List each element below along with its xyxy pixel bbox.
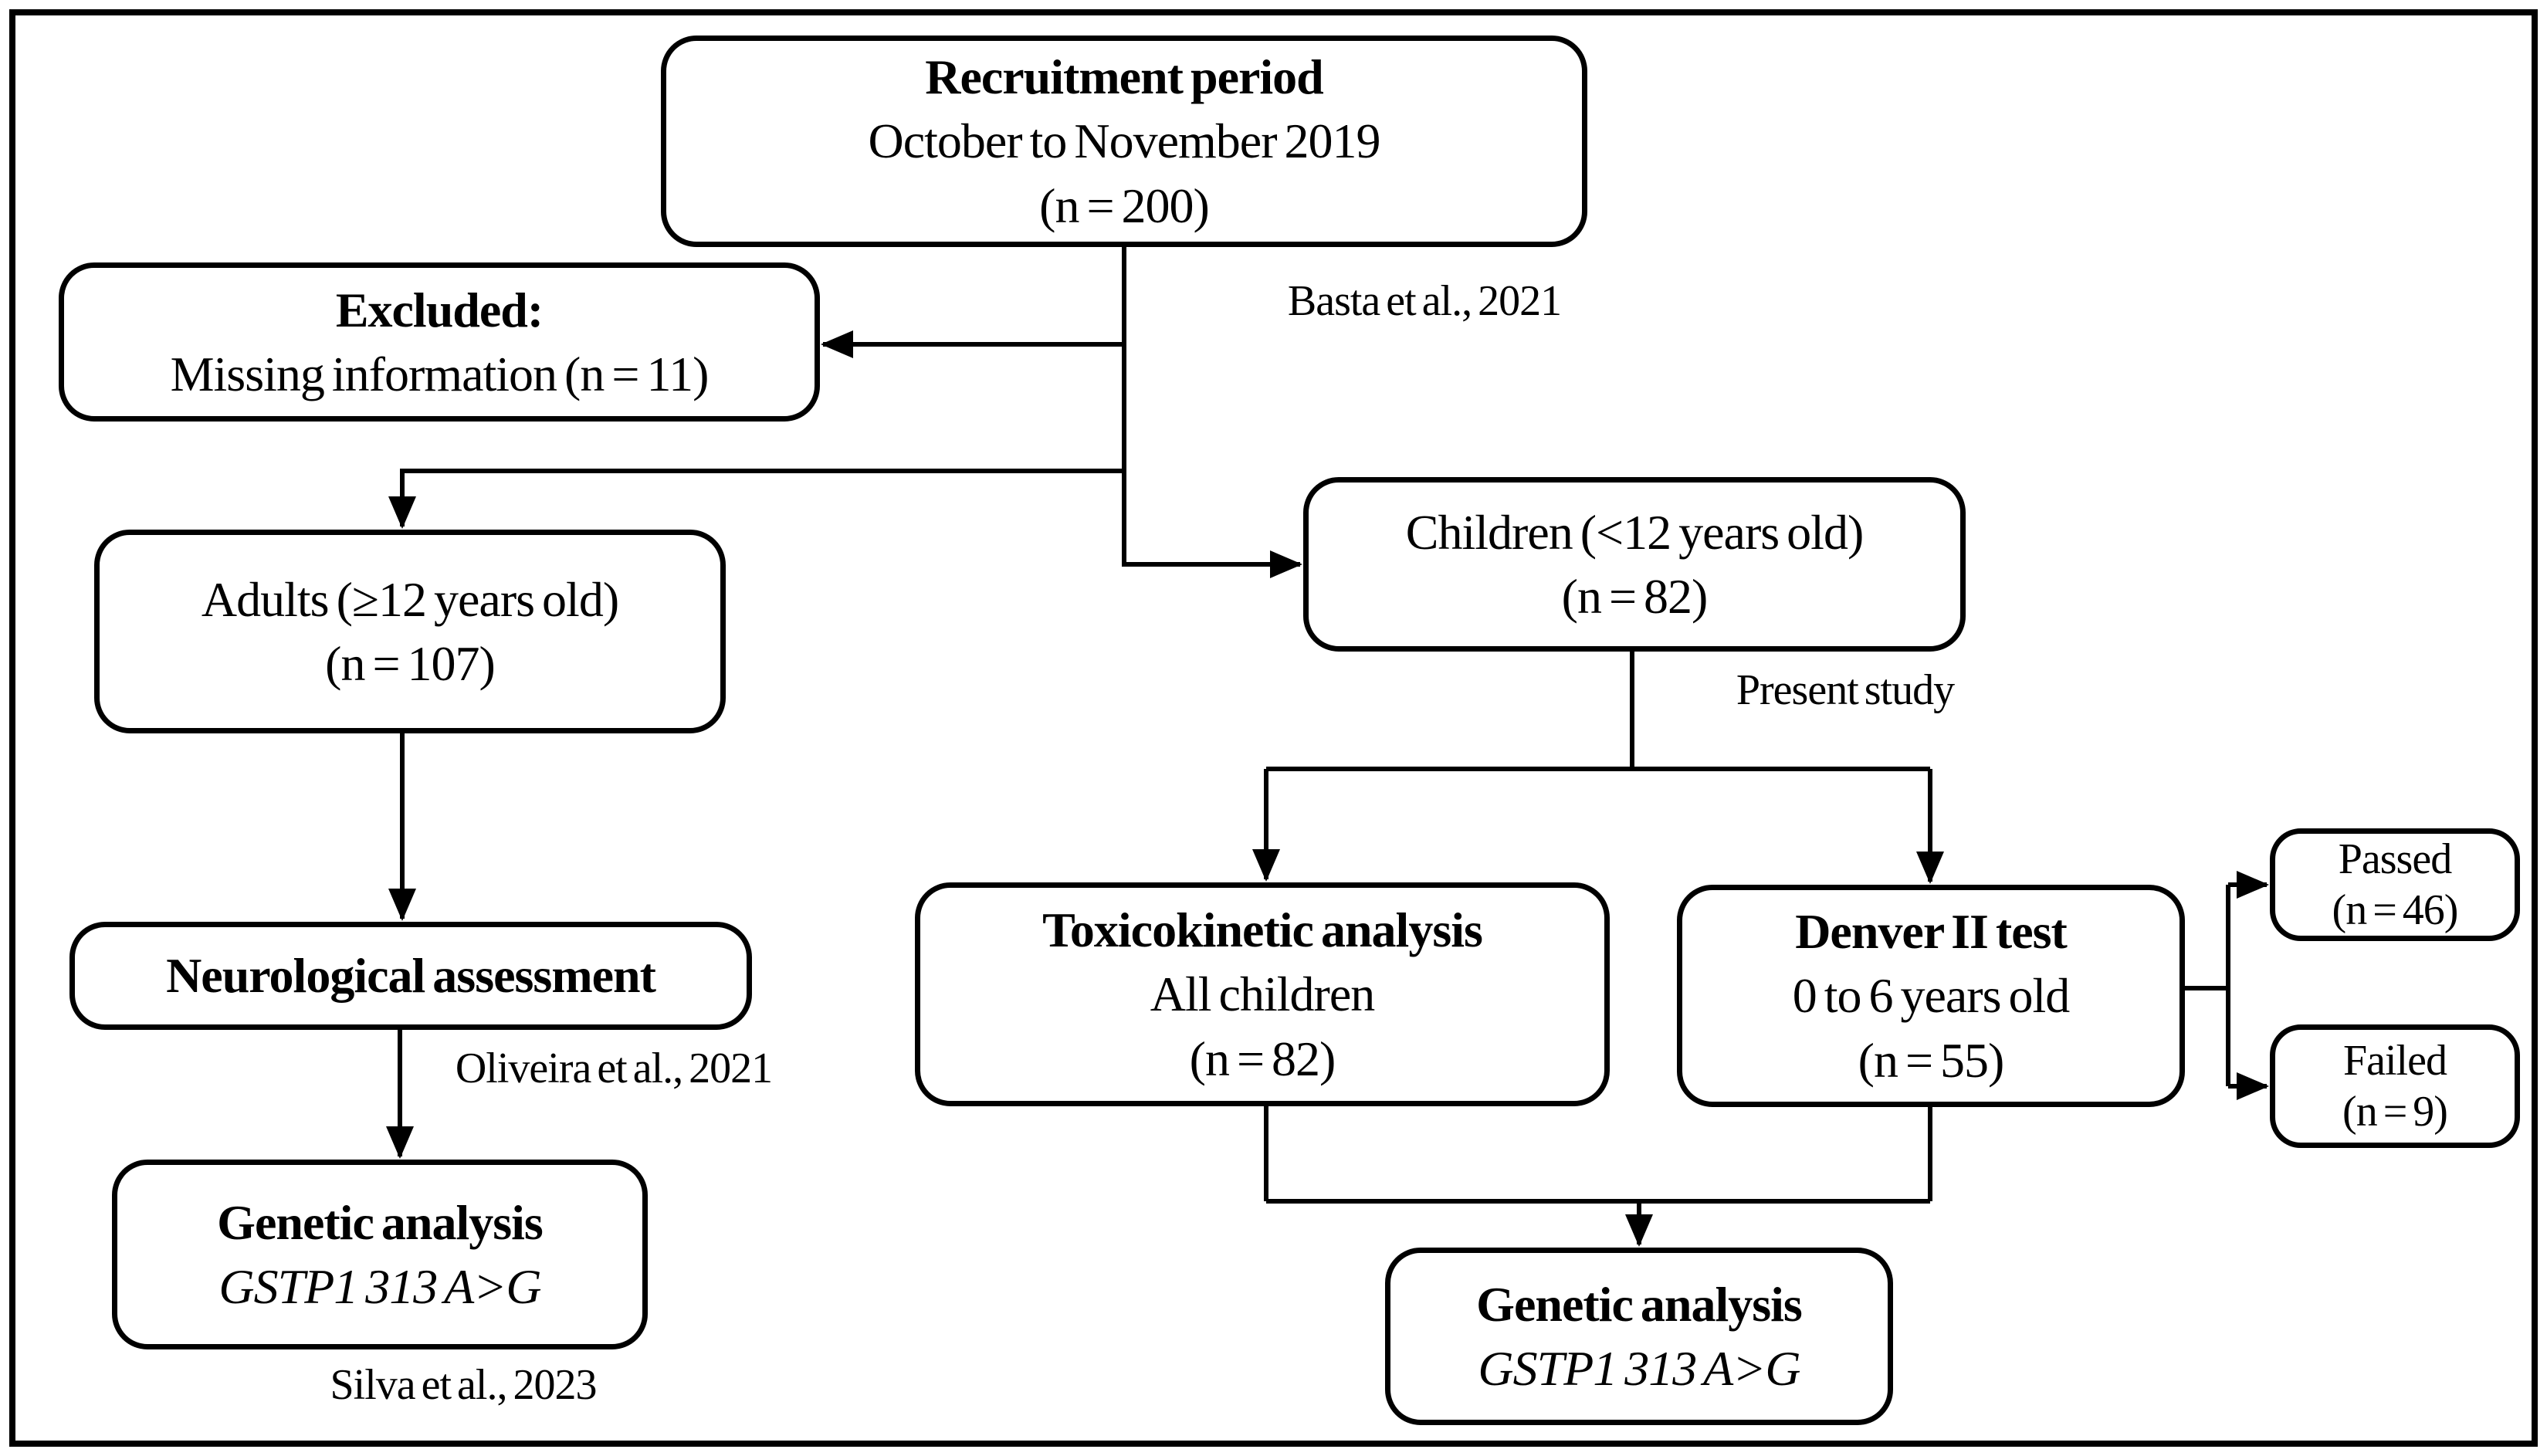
recruitment-title: Recruitment period (925, 49, 1324, 105)
children-count: (n = 82) (1561, 569, 1709, 624)
children-label: Children (<12 years old) (1405, 504, 1864, 560)
passed-count: (n = 46) (2332, 886, 2459, 934)
annotation-silva: Silva et al., 2023 (330, 1361, 598, 1409)
node-genetic-children: Genetic analysis GSTP1 313 A>G (1385, 1248, 1893, 1425)
node-passed: Passed (n = 46) (2270, 828, 2520, 941)
toxicokinetic-scope: All children (1150, 967, 1375, 1022)
annotation-basta: Basta et al., 2021 (1287, 277, 1562, 325)
denver-ages: 0 to 6 years old (1792, 968, 2071, 1024)
failed-label: Failed (2343, 1036, 2447, 1085)
failed-count: (n = 9) (2342, 1088, 2448, 1136)
recruitment-count: (n = 200) (1039, 178, 1210, 233)
genetic-adults-title: Genetic analysis (217, 1194, 544, 1250)
genetic-adults-gene: GSTP1 313 A>G (218, 1259, 541, 1314)
annotation-oliveira: Oliveira et al., 2021 (455, 1045, 773, 1092)
node-failed: Failed (n = 9) (2270, 1024, 2520, 1148)
connector-recruitment-to-adults (388, 469, 1124, 529)
excluded-reason: Missing information (n = 11) (170, 347, 710, 401)
annotation-present-study: Present study (1736, 666, 1955, 714)
node-genetic-adults: Genetic analysis GSTP1 313 A>G (112, 1160, 648, 1349)
toxicokinetic-title: Toxicokinetic analysis (1042, 902, 1483, 958)
node-denver: Denver II test 0 to 6 years old (n = 55) (1677, 885, 2185, 1107)
adults-count: (n = 107) (325, 636, 496, 691)
genetic-children-title: Genetic analysis (1476, 1276, 1803, 1332)
passed-label: Passed (2338, 835, 2452, 883)
denver-count: (n = 55) (1858, 1032, 2005, 1088)
genetic-children-gene: GSTP1 313 A>G (1478, 1341, 1800, 1396)
adults-label: Adults (≥12 years old) (201, 571, 619, 627)
recruitment-dates: October to November 2019 (868, 113, 1380, 169)
node-adults: Adults (≥12 years old) (n = 107) (94, 530, 726, 733)
excluded-title: Excluded: (335, 282, 544, 337)
node-neurological: Neurological assessment (69, 922, 752, 1030)
node-excluded: Excluded: Missing information (n = 11) (59, 262, 820, 422)
node-recruitment: Recruitment period October to November 2… (661, 36, 1587, 247)
denver-title: Denver II test (1795, 904, 2068, 960)
connector-recruitment-to-children (1122, 247, 1302, 578)
toxicokinetic-count: (n = 82) (1189, 1031, 1336, 1086)
outer-border-frame (9, 9, 2538, 1447)
neurological-title: Neurological assessment (166, 948, 656, 1004)
node-toxicokinetic: Toxicokinetic analysis All children (n =… (915, 882, 1610, 1106)
node-children: Children (<12 years old) (n = 82) (1303, 477, 1966, 652)
